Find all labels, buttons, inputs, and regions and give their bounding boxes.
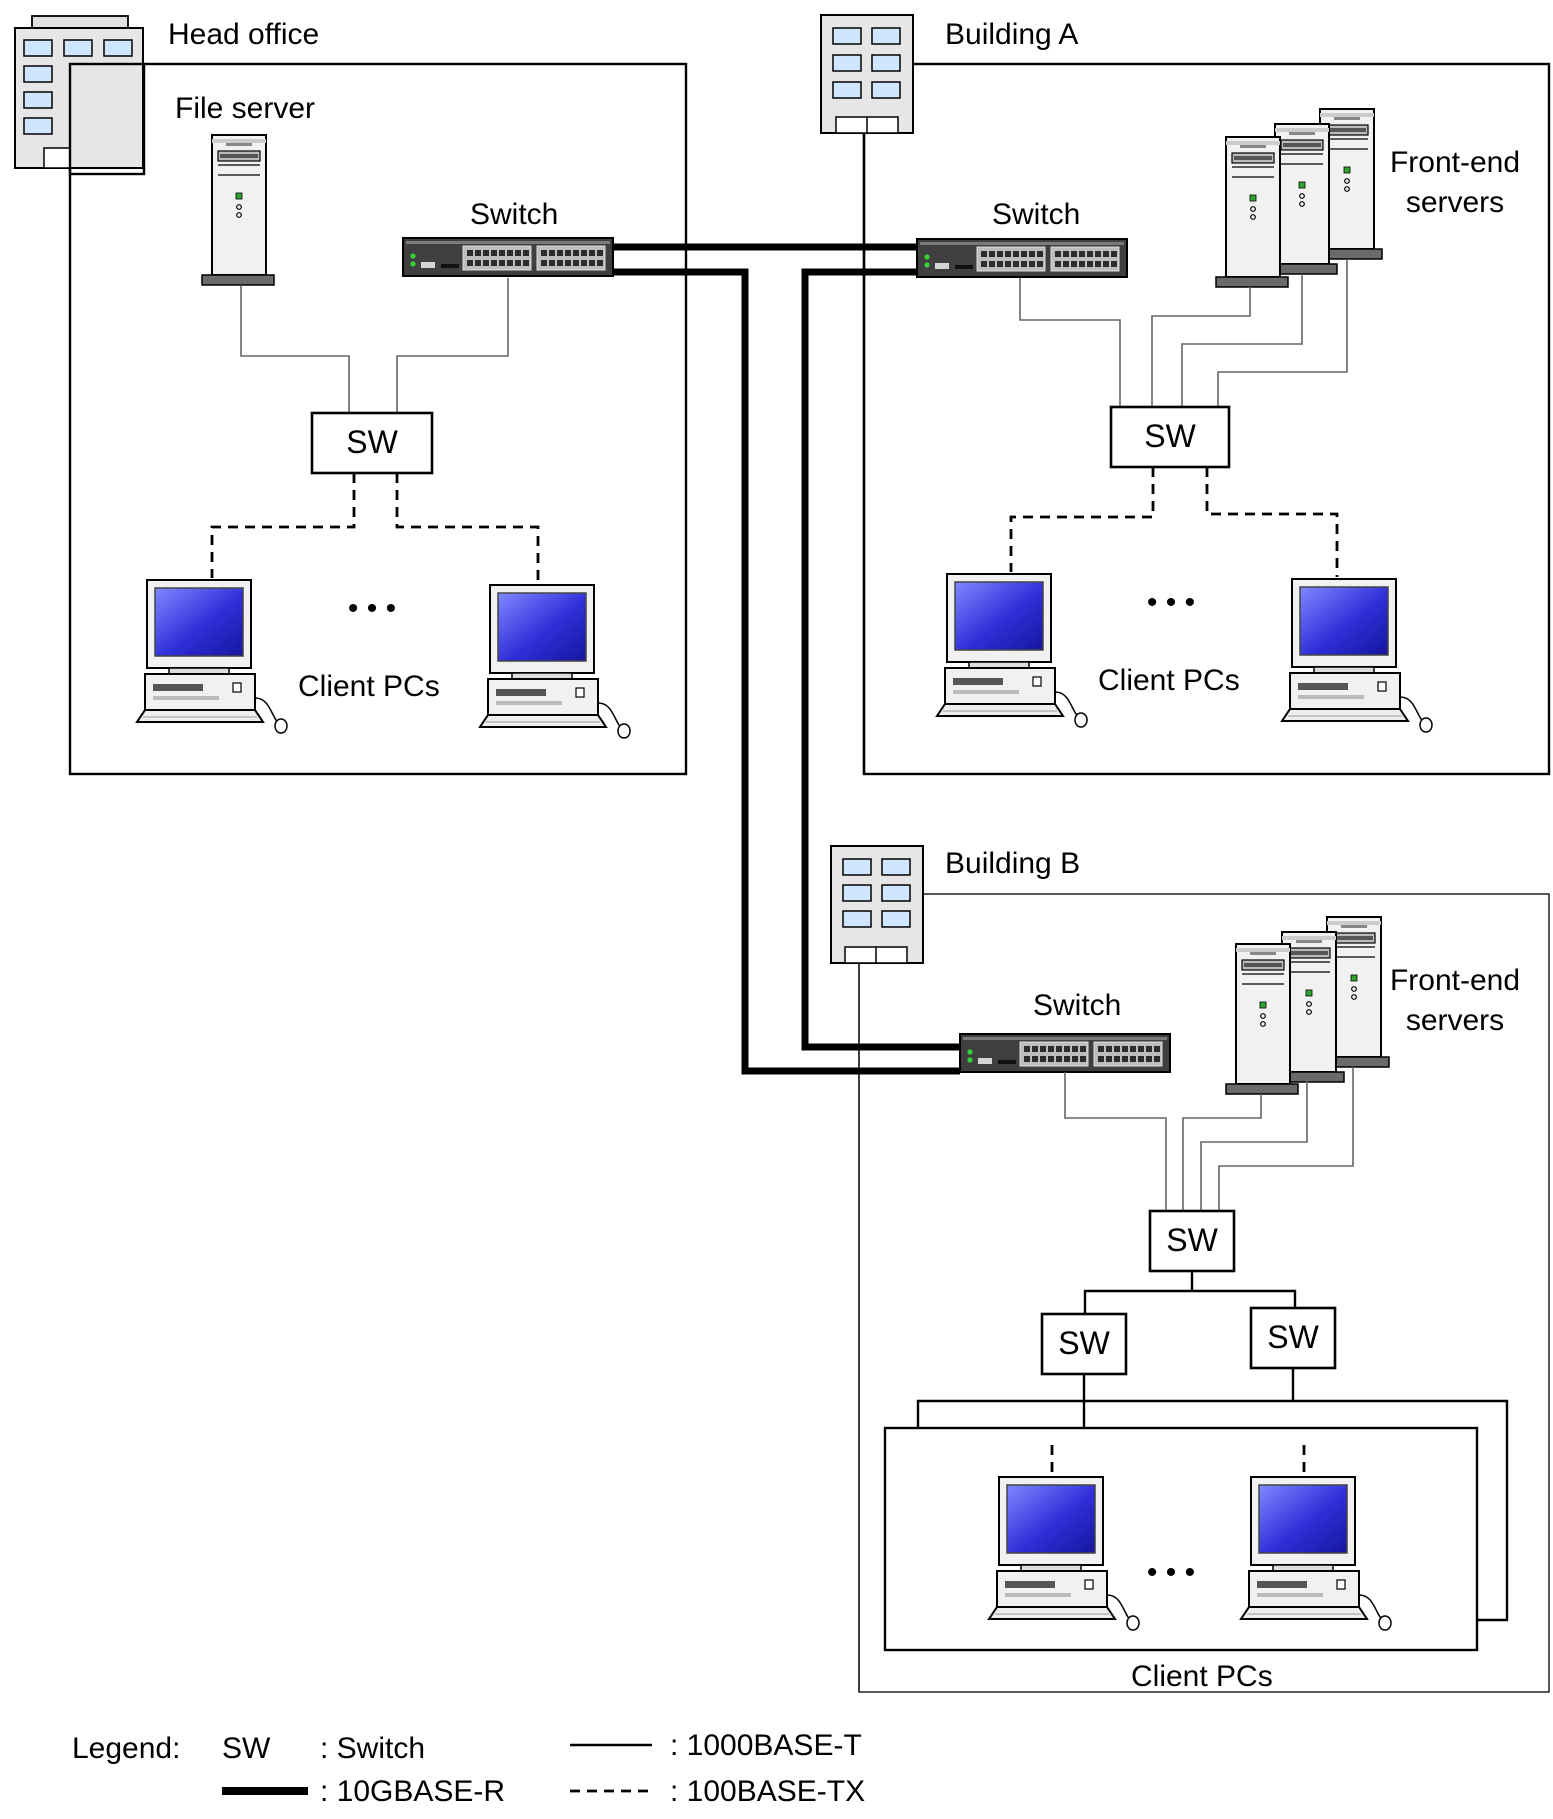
building-a-switch-label: Switch bbox=[992, 198, 1080, 231]
head-office-sw-box bbox=[310, 411, 434, 475]
link-b-server1-to-sw bbox=[1182, 1094, 1262, 1211]
building-b-area: Building B Switch Front-end servers SW S… bbox=[830, 845, 1550, 1693]
link-a-switch-to-sw bbox=[1019, 278, 1121, 407]
building-b-front-end-label-1: Front-end bbox=[1390, 964, 1520, 997]
building-b-client-pc-right bbox=[1240, 1476, 1392, 1631]
building-a-client-pcs-label: Client PCs bbox=[1098, 664, 1240, 697]
link-b-server2-to-sw bbox=[1200, 1081, 1308, 1211]
head-office-title: Head office bbox=[168, 18, 319, 51]
building-b-server-1-icon bbox=[1225, 943, 1299, 1095]
head-office-switch-label: Switch bbox=[470, 198, 558, 231]
legend-dashed-desc: : 100BASE-TX bbox=[670, 1775, 865, 1808]
building-a-front-end-label-1: Front-end bbox=[1390, 146, 1520, 179]
building-b-sw-left-label: SW bbox=[1058, 1325, 1110, 1361]
legend-solid-desc: : 1000BASE-T bbox=[670, 1729, 862, 1762]
head-office-area: Head office File server Switch SW • • • … bbox=[14, 15, 688, 776]
file-server-label: File server bbox=[175, 92, 315, 125]
building-b-icon bbox=[830, 845, 924, 964]
link-b-sw-split bbox=[1083, 1289, 1297, 1314]
head-office-client-pcs-label: Client PCs bbox=[298, 670, 440, 703]
legend: Legend: SW : Switch : 10GBASE-R : 1000BA… bbox=[72, 1729, 865, 1808]
dashed-link-a-pc-right bbox=[1205, 467, 1339, 577]
link-a-server1-to-sw bbox=[1151, 287, 1251, 407]
head-office-client-pc-right bbox=[479, 584, 631, 739]
building-a-client-pc-right bbox=[1281, 578, 1433, 733]
building-b-sw-top-box bbox=[1148, 1209, 1236, 1273]
building-a-sw-box bbox=[1109, 405, 1231, 469]
link-b-switch-to-sw bbox=[1064, 1072, 1167, 1211]
link-file-server-to-sw bbox=[240, 286, 350, 413]
building-b-switch-icon bbox=[959, 1033, 1171, 1073]
building-b-sw-right-label: SW bbox=[1267, 1319, 1319, 1355]
legend-sw-abbrev: SW bbox=[222, 1732, 271, 1765]
building-b-client-group-back bbox=[916, 1399, 1509, 1622]
building-a-client-pc-left bbox=[936, 573, 1088, 728]
legend-sw-desc: : Switch bbox=[320, 1732, 425, 1765]
head-office-building-icon bbox=[14, 15, 144, 169]
building-b-sw-top-label: SW bbox=[1166, 1222, 1218, 1258]
head-office-sw-label: SW bbox=[346, 424, 398, 460]
link-switch-to-sw bbox=[396, 278, 509, 413]
building-b-ellipsis: • • • bbox=[1147, 1556, 1195, 1589]
head-office-switch-icon bbox=[402, 237, 614, 277]
building-a-switch-icon bbox=[916, 238, 1128, 278]
head-office-client-pc-left bbox=[136, 579, 288, 734]
building-b-client-pc-left bbox=[988, 1476, 1140, 1631]
building-a-icon bbox=[820, 14, 914, 134]
dashed-link-a-pc-left bbox=[1009, 467, 1155, 572]
building-a-area: Building A Switch Front-end servers SW •… bbox=[820, 14, 1551, 776]
building-b-client-group-front bbox=[883, 1426, 1479, 1652]
link-a-server3-to-sw bbox=[1217, 259, 1348, 407]
building-a-ellipsis: • • • bbox=[1147, 586, 1195, 619]
building-a-front-end-label-2: servers bbox=[1406, 186, 1504, 219]
building-b-front-end-label-2: servers bbox=[1406, 1004, 1504, 1037]
ten-gig-links bbox=[613, 243, 960, 1075]
building-b-client-pcs-label: Client PCs bbox=[1131, 1660, 1273, 1693]
building-a-title: Building A bbox=[945, 18, 1078, 51]
building-a-sw-label: SW bbox=[1144, 418, 1196, 454]
head-office-ellipsis: • • • bbox=[348, 592, 396, 625]
trunk-head-to-b bbox=[613, 268, 960, 1075]
link-a-server2-to-sw bbox=[1181, 274, 1303, 407]
building-b-sw-right-box bbox=[1249, 1306, 1337, 1370]
link-b-server3-to-sw bbox=[1218, 1067, 1354, 1211]
trunk-a-to-b bbox=[801, 268, 960, 1051]
building-b-switch-label: Switch bbox=[1033, 989, 1121, 1022]
legend-title: Legend: bbox=[72, 1732, 180, 1765]
building-b-title: Building B bbox=[945, 847, 1080, 880]
dashed-link-pc-left bbox=[210, 473, 356, 578]
legend-thick-desc: : 10GBASE-R bbox=[320, 1775, 505, 1808]
building-b-sw-left-box bbox=[1040, 1312, 1128, 1376]
dashed-link-pc-right bbox=[395, 473, 540, 583]
building-a-server-1-icon bbox=[1215, 136, 1289, 288]
file-server-icon bbox=[201, 134, 275, 286]
